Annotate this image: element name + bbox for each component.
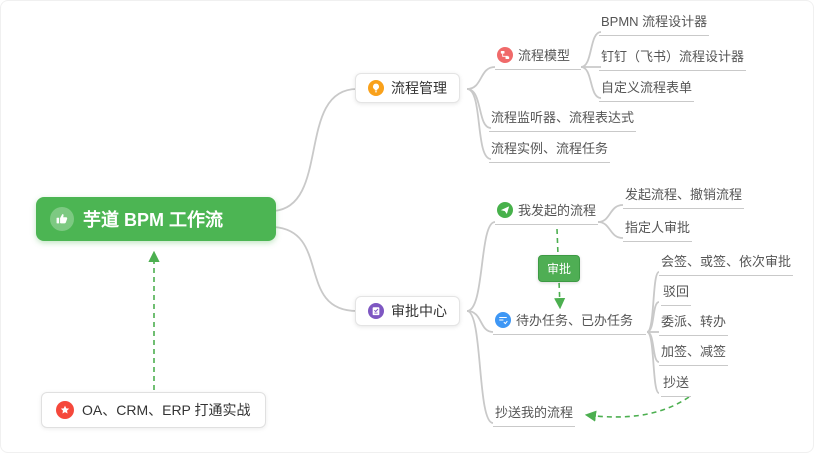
clipboard-check-icon	[368, 303, 384, 319]
flow-model-icon	[497, 46, 513, 63]
edge-myinitiated-assignee	[597, 221, 624, 239]
edge-myinitiated-initiatecancel	[597, 204, 624, 223]
edge-tododone-addsign	[646, 331, 660, 363]
leaf-label: 流程监听器、流程表达式	[491, 110, 635, 125]
node-approval-center[interactable]: 审批中心	[355, 296, 460, 326]
edge-tododone-countersign	[646, 271, 660, 333]
edge-process-listener	[466, 88, 492, 129]
note-node[interactable]: OA、CRM、ERP 打通实战	[41, 392, 266, 428]
leaf-label: 钉钉（飞书）流程设计器	[601, 49, 745, 64]
leaf-label: 委派、转办	[661, 314, 727, 329]
leaf-label: 驳回	[663, 284, 690, 299]
node-countersign[interactable]: 会签、或签、依次审批	[659, 251, 794, 276]
node-my-initiated-flow[interactable]: 我发起的流程	[495, 200, 599, 225]
leaf-label: 指定人审批	[625, 220, 691, 235]
node-bpmn-designer[interactable]: BPMN 流程设计器	[599, 11, 710, 36]
leaf-label: BPMN 流程设计器	[601, 14, 708, 29]
edge-approval-myinitiated	[466, 221, 496, 312]
node-process-model[interactable]: 流程模型	[495, 45, 581, 70]
leaf-label: 流程模型	[518, 48, 571, 63]
node-cc-my-flow[interactable]: 抄送我的流程	[493, 402, 576, 427]
root-node[interactable]: 芋道 BPM 工作流	[36, 197, 276, 241]
paper-plane-icon	[497, 201, 513, 218]
leaf-label: 自定义流程表单	[601, 80, 693, 95]
node-dingtalk-designer[interactable]: 钉钉（飞书）流程设计器	[599, 46, 747, 71]
node-assignee-approval[interactable]: 指定人审批	[623, 217, 693, 242]
edge-approval-ccmyflow	[466, 310, 494, 424]
leaf-label: 抄送我的流程	[495, 405, 574, 420]
leaf-label: 加签、减签	[661, 344, 727, 359]
arrow-cc-to-ccmyflow	[584, 396, 690, 422]
leaf-label: 我发起的流程	[518, 203, 597, 218]
leaf-label: 抄送	[663, 375, 690, 390]
node-process-management[interactable]: 流程管理	[355, 73, 460, 103]
edge-model-customform	[580, 66, 602, 99]
edge-model-bpmn	[580, 31, 602, 68]
edge-process-instance	[466, 88, 492, 160]
approve-tag[interactable]: 审批	[538, 255, 581, 282]
leaf-label: 流程实例、流程任务	[491, 141, 609, 156]
node-todo-done-tasks[interactable]: 待办任务、已办任务	[493, 310, 646, 335]
note-label: OA、CRM、ERP 打通实战	[82, 402, 251, 418]
edge-tododone-cc	[646, 331, 660, 394]
branch-label: 流程管理	[391, 80, 447, 96]
branch-label: 审批中心	[391, 303, 447, 319]
node-instance-task[interactable]: 流程实例、流程任务	[489, 138, 611, 163]
node-add-remove-sign[interactable]: 加签、减签	[659, 341, 729, 366]
checklist-icon	[495, 311, 511, 328]
leaf-label: 发起流程、撤销流程	[625, 187, 743, 202]
edge-tododone-reject	[646, 301, 660, 333]
leaf-label: 待办任务、已办任务	[516, 313, 634, 328]
leaf-label: 会签、或签、依次审批	[661, 254, 792, 269]
lightbulb-icon	[368, 80, 384, 96]
tag-label: 审批	[547, 262, 572, 276]
thumbs-up-icon	[50, 207, 74, 231]
node-listener-expression[interactable]: 流程监听器、流程表达式	[489, 107, 637, 132]
edge-process-model	[466, 66, 496, 90]
root-label: 芋道 BPM 工作流	[83, 210, 224, 230]
star-icon	[56, 401, 74, 419]
node-initiate-cancel[interactable]: 发起流程、撤销流程	[623, 184, 745, 209]
node-reject[interactable]: 驳回	[661, 281, 692, 306]
edge-approval-tododone	[466, 310, 494, 333]
node-cc[interactable]: 抄送	[661, 372, 692, 397]
edge-root-approval	[273, 226, 358, 312]
edge-root-process	[273, 88, 358, 212]
node-delegate-transfer[interactable]: 委派、转办	[659, 311, 729, 336]
node-custom-form[interactable]: 自定义流程表单	[599, 77, 695, 102]
